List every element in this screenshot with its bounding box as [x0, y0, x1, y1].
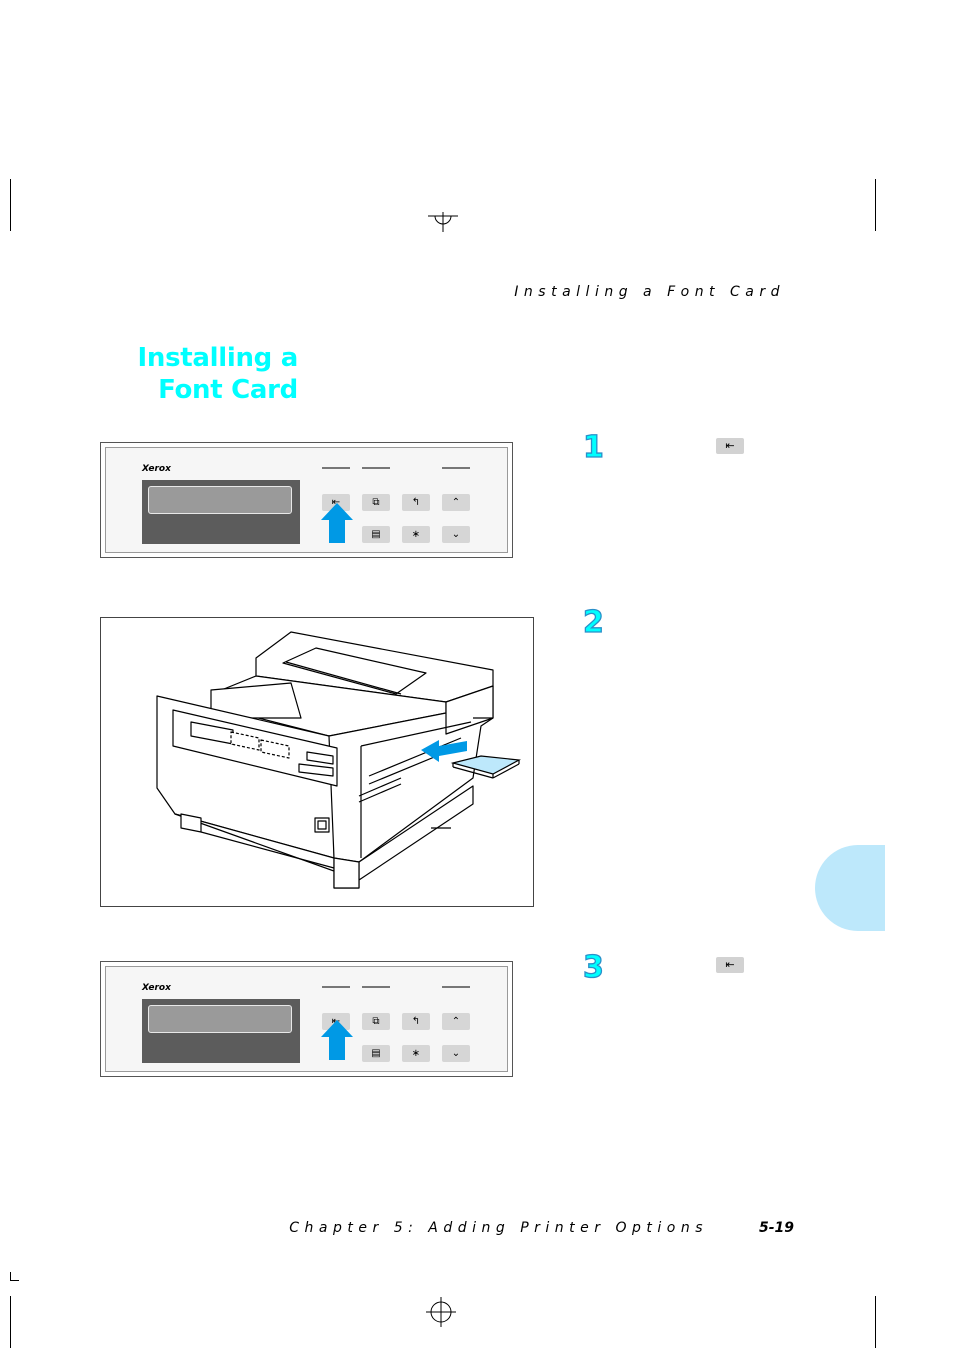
control-panel: Xerox ⇤ ⧉ ↰ ⌃ ▤ ∗ ⌄: [100, 442, 513, 558]
running-header: Installing a Font Card: [514, 284, 785, 300]
online-key-icon: ⇤: [716, 957, 744, 973]
copies-button[interactable]: ⧉: [362, 494, 390, 511]
up-button[interactable]: ⌃: [442, 494, 470, 511]
lcd-display: [142, 480, 300, 544]
enter-button[interactable]: ↰: [402, 1013, 430, 1030]
brand-logo: Xerox: [142, 464, 171, 474]
section-title: Installing a Font Card: [138, 342, 299, 406]
section-title-line: Installing a: [137, 343, 299, 373]
online-button[interactable]: ⇤: [322, 494, 350, 511]
registration-target-icon: [426, 1297, 456, 1327]
step-number: 3: [582, 949, 604, 985]
indicator-light: [322, 467, 350, 469]
footer-chapter: Chapter 5: Adding Printer Options: [289, 1220, 708, 1236]
indicator-light: [442, 986, 470, 988]
page-number: 5-19: [759, 1220, 795, 1236]
online-key-icon: ⇤: [716, 438, 744, 454]
star-button[interactable]: ∗: [402, 1045, 430, 1062]
menu-button[interactable]: ▤: [362, 1045, 390, 1062]
menu-button[interactable]: ▤: [362, 526, 390, 543]
crop-mark: [875, 179, 876, 231]
brand-logo: Xerox: [142, 983, 171, 993]
down-button[interactable]: ⌄: [442, 1045, 470, 1062]
crop-mark: [10, 179, 11, 231]
crop-mark: [10, 1272, 11, 1281]
crop-mark: [10, 1296, 11, 1348]
down-button[interactable]: ⌄: [442, 526, 470, 543]
crop-mark: [10, 1280, 19, 1281]
printer-illustration: [100, 617, 534, 907]
control-panel: Xerox ⇤ ⧉ ↰ ⌃ ▤ ∗ ⌄: [100, 961, 513, 1077]
section-title-line: Font Card: [158, 375, 298, 405]
copies-button[interactable]: ⧉: [362, 1013, 390, 1030]
chapter-tab: [815, 845, 885, 931]
lcd-display: [142, 999, 300, 1063]
indicator-light: [322, 986, 350, 988]
star-button[interactable]: ∗: [402, 526, 430, 543]
indicator-light: [442, 467, 470, 469]
printer-icon: [156, 631, 521, 889]
enter-button[interactable]: ↰: [402, 494, 430, 511]
crop-mark: [875, 1296, 876, 1348]
step-number: 2: [582, 604, 604, 640]
press-arrow-icon: [321, 503, 353, 543]
registration-target-icon: [428, 212, 458, 232]
indicator-light: [362, 467, 390, 469]
press-arrow-icon: [321, 1020, 353, 1060]
up-button[interactable]: ⌃: [442, 1013, 470, 1030]
step-number: 1: [582, 429, 604, 465]
indicator-light: [362, 986, 390, 988]
